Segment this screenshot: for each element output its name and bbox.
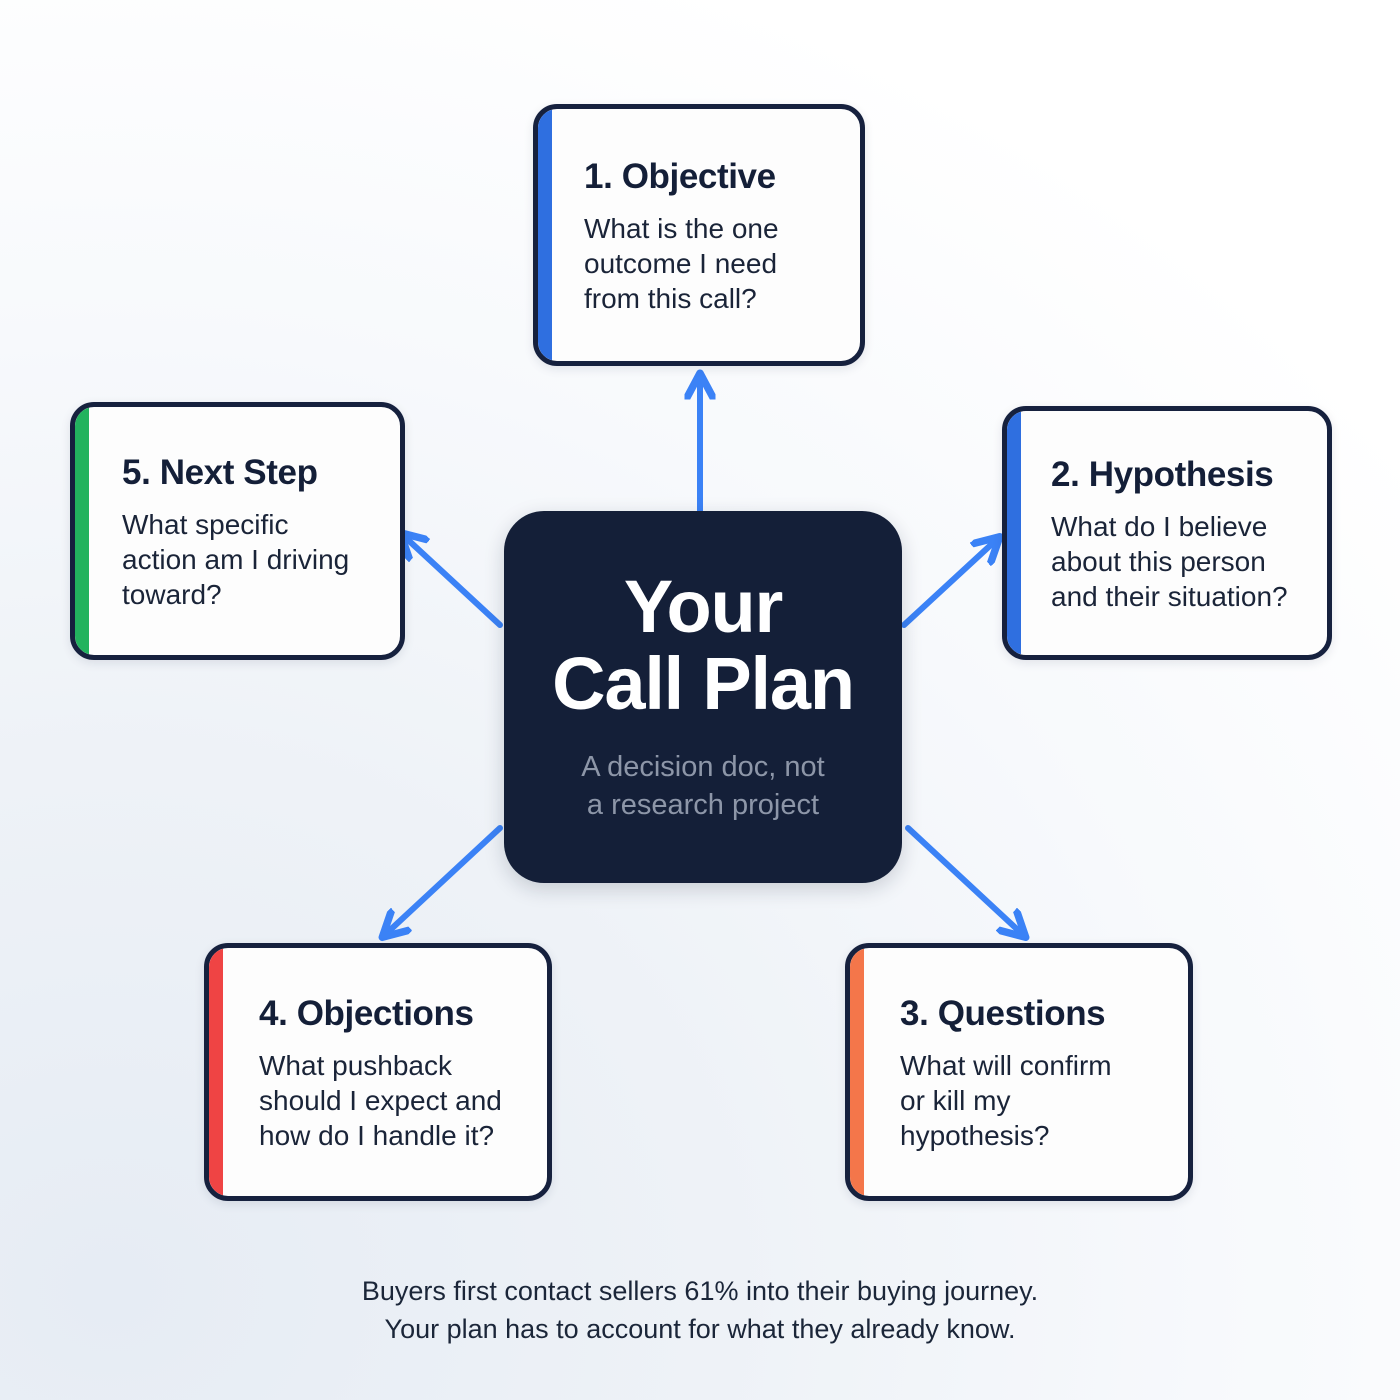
arrow-hub-to-hypothesis <box>901 542 994 628</box>
accent-stripe-blue <box>1007 411 1021 655</box>
card-objections[interactable]: 4. Objections What pushback should I exp… <box>204 943 552 1201</box>
accent-stripe-green <box>75 407 89 655</box>
card-hypothesis-body: 2. Hypothesis What do I believe about th… <box>1021 411 1327 655</box>
footer-line-2: Your plan has to account for what they a… <box>384 1314 1016 1345</box>
card-objective-body: 1. Objective What is the one outcome I n… <box>552 109 860 361</box>
card-objections-body: 4. Objections What pushback should I exp… <box>223 948 547 1196</box>
card-objections-title: 4. Objections <box>259 993 474 1033</box>
accent-stripe-orange <box>850 948 864 1196</box>
card-objective[interactable]: 1. Objective What is the one outcome I n… <box>533 104 865 366</box>
card-next-step-title: 5. Next Step <box>122 452 318 492</box>
accent-stripe-blue <box>538 109 552 361</box>
hub-subtitle: A decision doc, not a research project <box>581 751 825 821</box>
arrow-hub-to-objections <box>388 825 503 932</box>
card-hypothesis-description: What do I believe about this person and … <box>1051 511 1288 612</box>
footer-line-1: Buyers first contact sellers 61% into th… <box>361 1276 1039 1306</box>
hub-your-call-plan[interactable]: Your Call Plan A decision doc, not a res… <box>504 511 902 883</box>
card-objections-description: What pushback should I expect and how do… <box>259 1050 502 1151</box>
card-hypothesis[interactable]: 2. Hypothesis What do I believe about th… <box>1002 406 1332 660</box>
card-questions-body: 3. Questions What will confirm or kill m… <box>864 948 1188 1196</box>
card-objective-description: What is the one outcome I need from this… <box>584 213 779 314</box>
card-next-step[interactable]: 5. Next Step What specific action am I d… <box>70 402 405 660</box>
card-next-step-description: What specific action am I driving toward… <box>122 509 350 610</box>
accent-stripe-red <box>209 948 223 1196</box>
card-next-step-body: 5. Next Step What specific action am I d… <box>89 407 400 655</box>
card-questions-description: What will confirm or kill my hypothesis? <box>900 1050 1112 1151</box>
arrow-hub-to-nextstep <box>406 538 503 628</box>
hub-title: Your Call Plan <box>552 565 855 726</box>
card-questions[interactable]: 3. Questions What will confirm or kill m… <box>845 943 1193 1201</box>
footer-caption: Buyers first contact sellers 61% into th… <box>0 1272 1400 1349</box>
card-hypothesis-title: 2. Hypothesis <box>1051 454 1274 494</box>
arrow-hub-to-questions <box>905 825 1020 932</box>
card-objective-title: 1. Objective <box>584 156 776 196</box>
card-questions-title: 3. Questions <box>900 993 1106 1033</box>
